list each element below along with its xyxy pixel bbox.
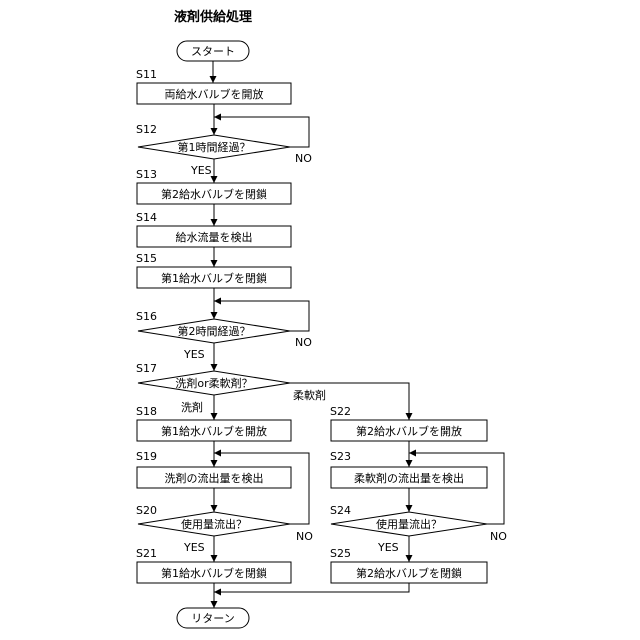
step-id-s23: S23 bbox=[330, 450, 351, 463]
connector-s25-merge bbox=[214, 583, 409, 592]
process-s19-label: 洗剤の流出量を検出 bbox=[165, 471, 264, 485]
step-id-s15: S15 bbox=[136, 252, 157, 265]
decision-s20-label: 使用量流出？ bbox=[181, 517, 247, 531]
process-s11-label: 両給水バルブを開放 bbox=[165, 87, 264, 101]
no-label-s24: NO bbox=[490, 530, 507, 543]
step-id-s13: S13 bbox=[136, 168, 157, 181]
decision-s12-label: 第1時間経過？ bbox=[178, 140, 251, 154]
process-s25-label: 第2給水バルブを閉鎖 bbox=[356, 566, 462, 580]
decision-s24-label: 使用量流出？ bbox=[376, 517, 442, 531]
process-s23-label: 柔軟剤の流出量を検出 bbox=[354, 471, 464, 485]
step-id-s17: S17 bbox=[136, 362, 157, 375]
step-id-s20: S20 bbox=[136, 504, 157, 517]
decision-s17-label: 洗剤or柔軟剤？ bbox=[175, 376, 252, 390]
start-label: スタート bbox=[191, 45, 235, 58]
yes-label-s20: YES bbox=[183, 541, 205, 554]
yes-label-s16: YES bbox=[183, 348, 205, 361]
diagram-title: 液剤供給処理 bbox=[174, 9, 252, 25]
no-label-s12: NO bbox=[295, 152, 312, 165]
step-id-s24: S24 bbox=[330, 504, 351, 517]
yes-label-s12: YES bbox=[190, 164, 212, 177]
branch-label-detergent: 洗剤 bbox=[181, 400, 203, 414]
step-id-s14: S14 bbox=[136, 211, 157, 224]
no-label-s20: NO bbox=[296, 530, 313, 543]
step-id-s25: S25 bbox=[330, 547, 351, 560]
process-s21-label: 第1給水バルブを閉鎖 bbox=[161, 566, 267, 580]
step-id-s21: S21 bbox=[136, 547, 157, 560]
step-id-s11: S11 bbox=[136, 68, 157, 81]
step-id-s12: S12 bbox=[136, 123, 157, 136]
process-s22-label: 第2給水バルブを開放 bbox=[356, 424, 462, 438]
process-s18-label: 第1給水バルブを開放 bbox=[161, 424, 267, 438]
step-id-s19: S19 bbox=[136, 450, 157, 463]
process-s14-label: 給水流量を検出 bbox=[176, 230, 253, 244]
no-label-s16: NO bbox=[295, 336, 312, 349]
step-id-s18: S18 bbox=[136, 405, 157, 418]
process-s13-label: 第2給水バルブを閉鎖 bbox=[161, 187, 267, 201]
step-id-s22: S22 bbox=[330, 405, 351, 418]
decision-s16-label: 第2時間経過？ bbox=[178, 324, 251, 338]
process-s15-label: 第1給水バルブを閉鎖 bbox=[161, 271, 267, 285]
yes-label-s24: YES bbox=[377, 541, 399, 554]
end-label: リターン bbox=[191, 612, 234, 625]
step-id-s16: S16 bbox=[136, 310, 157, 323]
branch-label-softener: 柔軟剤 bbox=[293, 388, 326, 402]
